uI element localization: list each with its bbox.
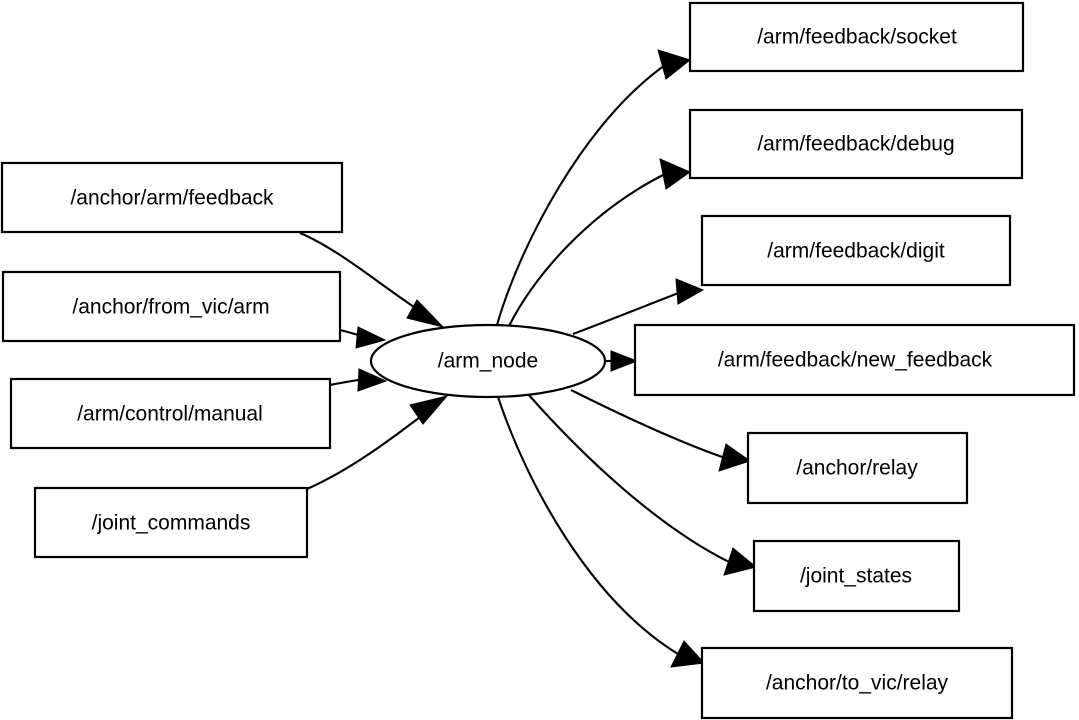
node-box[interactable] — [700, 214, 1012, 287]
node-joint-commands[interactable]: /joint_commands — [33, 486, 309, 559]
edge-joint-commands-to-arm-node[interactable] — [306, 395, 449, 490]
edge-arm-node-to-anchor-relay[interactable] — [570, 389, 752, 472]
node-box[interactable] — [633, 323, 1076, 397]
node-label: /arm/feedback/new_feedback — [718, 349, 993, 372]
node-arm-feedback-socket[interactable]: /arm/feedback/socket — [688, 1, 1025, 73]
node-ellipse[interactable] — [369, 323, 607, 399]
edge-anchor-from-vic-arm-to-arm-node[interactable] — [339, 326, 387, 349]
node-anchor-relay[interactable]: /anchor/relay — [746, 431, 969, 505]
node-arm-node[interactable]: /arm_node — [369, 323, 607, 399]
node-anchor-from-vic-arm[interactable]: /anchor/from_vic/arm — [1, 270, 342, 343]
node-arm-control-manual[interactable]: /arm/control/manual — [9, 377, 332, 450]
edge-arm-node-to-anchor-to-vic-relay[interactable] — [497, 396, 706, 668]
publisher-topic-nodes: /anchor/arm/feedback /anchor/from_vic/ar… — [0, 161, 344, 559]
node-label: /anchor/from_vic/arm — [72, 296, 269, 319]
subscriber-topic-nodes: /arm/feedback/socket /arm/feedback/debug… — [633, 1, 1076, 720]
node-box[interactable] — [1, 270, 342, 343]
node-arm-feedback-new-feedback[interactable]: /arm/feedback/new_feedback — [633, 323, 1076, 397]
node-label: /arm/feedback/digit — [767, 240, 945, 263]
edge-arm-node-to-arm-feedback-digit[interactable] — [572, 278, 705, 335]
node-box[interactable] — [688, 108, 1024, 180]
node-box[interactable] — [700, 646, 1014, 720]
node-label: /joint_commands — [92, 512, 251, 535]
node-joint-states[interactable]: /joint_states — [752, 539, 961, 613]
node-label: /arm/feedback/debug — [757, 133, 954, 156]
node-label: /joint_states — [800, 565, 912, 588]
node-box[interactable] — [752, 539, 961, 613]
node-box[interactable] — [9, 377, 332, 450]
node-anchor-to-vic-relay[interactable]: /anchor/to_vic/relay — [700, 646, 1014, 720]
node-label: /arm_node — [438, 350, 538, 373]
node-box[interactable] — [746, 431, 969, 505]
edge-arm-control-manual-to-arm-node[interactable] — [329, 368, 388, 392]
edge-arm-node-to-arm-feedback-debug[interactable] — [508, 158, 692, 327]
node-label: /anchor/arm/feedback — [70, 187, 274, 210]
edge-arm-node-to-joint-states[interactable] — [527, 393, 758, 576]
node-box[interactable] — [0, 161, 344, 234]
node-label: /anchor/to_vic/relay — [766, 672, 949, 695]
node-label: /arm/feedback/socket — [757, 26, 957, 49]
node-anchor-arm-feedback[interactable]: /anchor/arm/feedback — [0, 161, 344, 234]
edge-layer — [299, 49, 758, 668]
node-box[interactable] — [33, 486, 309, 559]
edge-arm-node-to-arm-feedback-new-feedback[interactable] — [605, 350, 639, 372]
edge-anchor-arm-feedback-to-arm-node[interactable] — [299, 232, 445, 328]
node-label: /anchor/relay — [796, 457, 918, 480]
node-label: /arm/control/manual — [77, 403, 263, 426]
node-box[interactable] — [688, 1, 1025, 73]
node-arm-feedback-debug[interactable]: /arm/feedback/debug — [688, 108, 1024, 180]
node-arm-feedback-digit[interactable]: /arm/feedback/digit — [700, 214, 1012, 287]
edge-arm-node-to-arm-feedback-socket[interactable] — [495, 49, 692, 326]
